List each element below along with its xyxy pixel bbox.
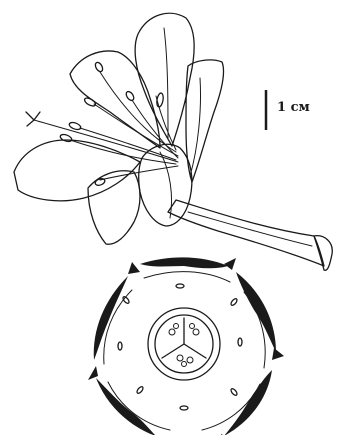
stamen-mark — [180, 406, 188, 410]
ovule — [174, 324, 179, 329]
scale-bar-label: 1 см — [277, 100, 310, 115]
stigma-lobe — [26, 112, 34, 120]
sepal-tooth — [272, 348, 284, 360]
upper-petal-left — [70, 51, 160, 148]
stamen-mark — [238, 338, 242, 346]
stigma-lobe — [34, 112, 40, 120]
ovule — [182, 362, 187, 367]
sepal-tooth — [128, 262, 140, 274]
ovule — [187, 357, 193, 363]
filament — [94, 104, 178, 156]
sepal-crescent — [140, 257, 228, 268]
anther — [125, 90, 136, 102]
ovary — [148, 308, 220, 380]
anther — [94, 177, 105, 186]
sepal-tooth — [88, 366, 98, 380]
anther — [59, 133, 72, 143]
septum — [162, 344, 184, 358]
ovule — [169, 329, 175, 335]
stamen-mark — [176, 284, 184, 288]
stigma-lobe — [27, 120, 34, 126]
petal-arc — [144, 272, 230, 282]
ovule — [190, 324, 195, 329]
anther — [68, 121, 81, 131]
anther — [156, 93, 164, 108]
stamen-mark — [136, 386, 144, 395]
stamen-mark — [118, 342, 122, 350]
petal-arc — [104, 290, 132, 364]
sepal-tooth — [224, 258, 236, 270]
stamen-mark — [122, 296, 130, 305]
upper-petal-right — [186, 60, 224, 182]
stigma — [26, 112, 40, 126]
stamen-mark — [230, 388, 238, 397]
filament — [100, 72, 176, 152]
upper-petal-middle-vein — [164, 28, 168, 138]
floral-tube — [168, 200, 324, 266]
ovule — [177, 355, 183, 361]
septum — [184, 344, 206, 358]
flower-side-view — [14, 13, 332, 270]
anther — [94, 61, 104, 73]
ovule — [193, 329, 199, 335]
stamen-mark — [230, 298, 238, 307]
floral-diagram — [88, 257, 284, 435]
stamens — [34, 72, 178, 180]
anther — [83, 96, 96, 107]
sepal-crescent — [94, 276, 128, 360]
